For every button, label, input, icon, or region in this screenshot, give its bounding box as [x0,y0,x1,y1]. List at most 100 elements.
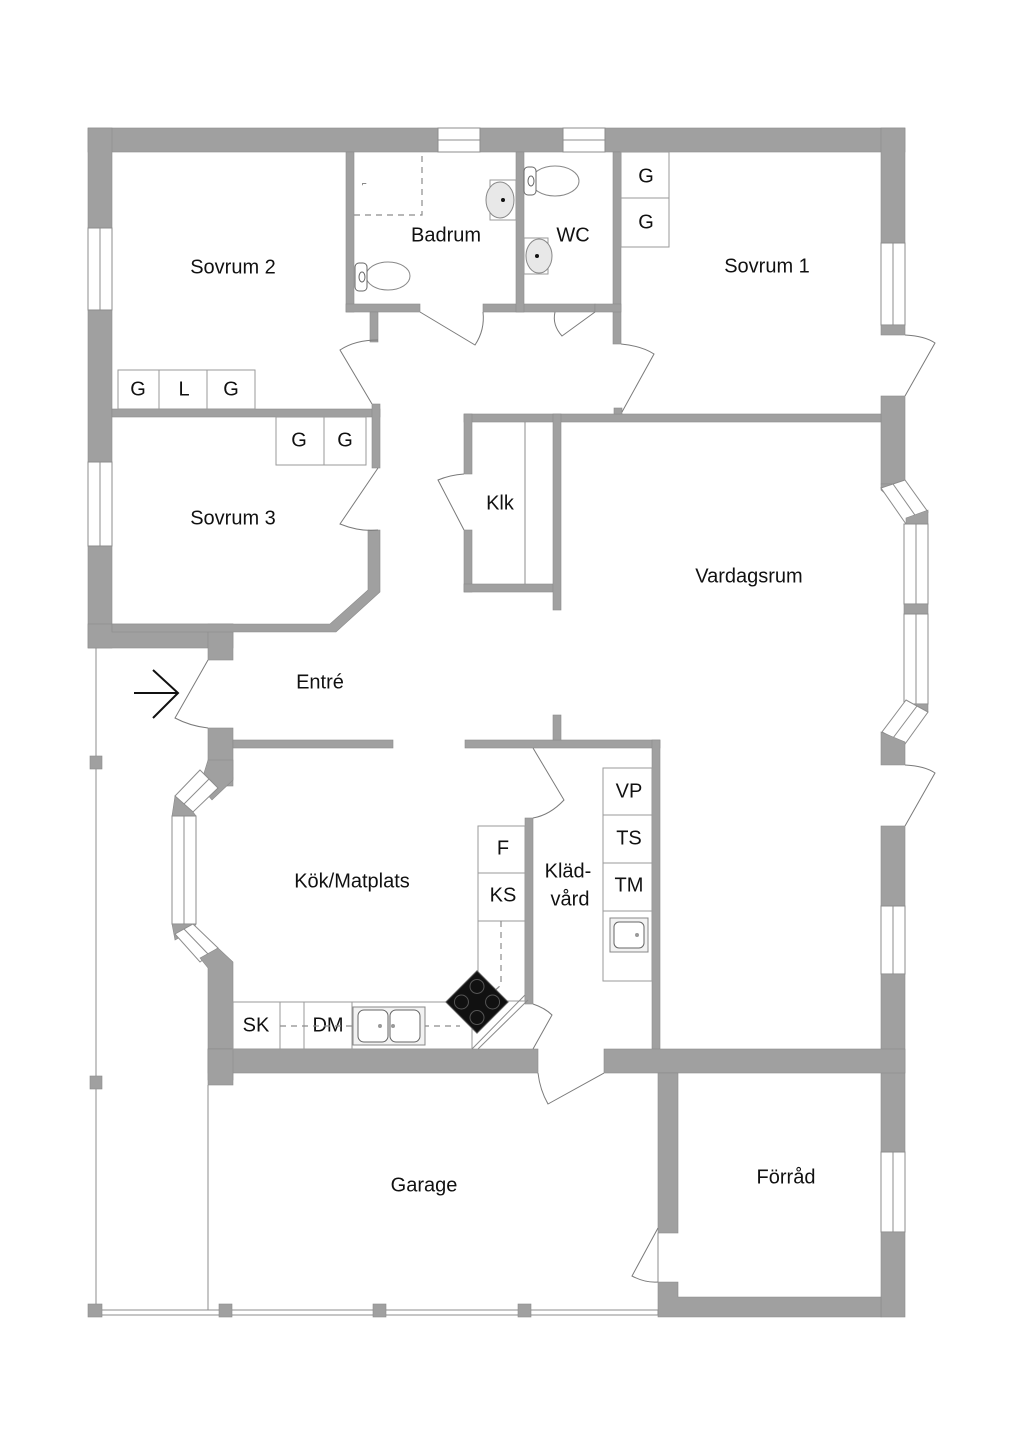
wardrobe-label: G [638,211,654,233]
shower-tap-icon: ⌐ [362,179,367,188]
wall-sovrum1-bottom [463,413,882,423]
window-forrad [880,1151,906,1233]
wall-top-right [604,127,906,153]
wall-kladvard-right [651,739,661,1053]
wardrobe-sovrum3: G G [275,416,367,466]
wall-right-4 [880,825,906,907]
door-balcony-vardagsrum[interactable] [904,764,936,827]
door-sovrum3[interactable] [339,467,379,531]
room-label-badrum: Badrum [411,224,481,246]
garage-post-1 [218,1303,233,1318]
wall-garage-forrad [657,1072,679,1234]
room-label-kladvard-2: vård [551,888,590,910]
sink-wc-icon [523,237,553,275]
room-label-kok: Kök/Matplats [294,870,410,892]
wall-top-left [87,127,439,153]
wall-badrum-bottom-left [345,303,421,313]
wall-klk-left-top [463,413,473,475]
entrance-arrow-icon [134,669,180,719]
wall-stub-2 [613,407,623,415]
cabinet-label: SK [243,1014,270,1036]
wall-forrad-bottom [657,1281,882,1318]
carport-post-3 [87,1303,103,1318]
wall-right-3 [880,395,906,485]
wall-sovrum3-angled [111,529,381,633]
wall-stub-3 [552,714,562,741]
wall-badrum-wc [515,151,525,313]
wall-left-2 [87,309,113,463]
room-label-sovrum2: Sovrum 2 [190,256,276,278]
wall-right-2 [880,324,906,336]
kitchen-tall-units: F KS [477,825,526,1002]
wall-right-1 [880,127,906,244]
door-kladvard-kok[interactable] [532,1003,553,1050]
door-sovrum1[interactable] [620,343,655,413]
door-kladvard[interactable] [532,747,565,819]
window-bay-2 [903,523,929,605]
kitchen-sink-icon [352,1006,426,1046]
counter-corner-edge [477,999,529,1050]
window-sovrum3 [87,461,113,547]
sink-badrum-icon [485,179,517,221]
door-entrance[interactable] [174,659,209,729]
room-label-klk: Klk [486,492,515,514]
window-sovrum2 [87,227,113,311]
wardrobe-label: G [638,165,654,187]
wall-stub-1 [369,311,379,343]
bay-mullion [903,603,929,615]
drying-cabinet-label: VP [616,780,643,802]
door-garage[interactable] [537,1072,605,1105]
laundry-sink-icon [609,917,649,953]
wall-left-1 [87,127,113,229]
dishwasher-label: DM [312,1014,343,1036]
wall-klk-bottom [463,583,559,593]
door-forrad[interactable] [631,1227,659,1283]
wall-kok-garage [207,1048,539,1074]
wardrobe-sovrum1: G G [620,151,670,248]
garage-post-3 [517,1303,532,1318]
window-vardagsrum-lower [880,905,906,975]
door-wc[interactable] [553,311,596,337]
garage-post-2 [372,1303,387,1318]
linen-closet-label: L [178,378,189,400]
counter-corner-edge [471,994,526,1050]
wardrobe-label: G [337,429,353,451]
window-wc [562,127,606,153]
wall-kok-top-right [464,739,661,749]
door-sovrum2[interactable] [339,339,379,405]
shower-area [354,152,423,216]
wall-badrum-bottom-right [482,303,596,313]
room-label-garage: Garage [391,1174,458,1196]
room-label-wc: WC [556,224,589,246]
door-balcony-sovrum1[interactable] [904,334,936,397]
carport-post-1 [89,755,103,770]
stove-icon [445,970,509,1034]
freezer-label: KS [490,884,517,906]
room-label-sovrum1: Sovrum 1 [724,255,810,277]
window-bay-3 [903,613,929,705]
wall-garage-corner [207,1048,234,1086]
wardrobe-sovrum2: G L G [117,369,256,410]
wardrobe-label: G [130,378,146,400]
room-label-kladvard-1: Kläd- [545,860,592,882]
washing-machine-label: TM [615,874,644,896]
door-klk[interactable] [437,473,465,531]
window-badrum [437,127,481,153]
wall-wc-sovrum1 [612,151,622,345]
room-label-sovrum3: Sovrum 3 [190,507,276,529]
wardrobe-label: G [223,378,239,400]
wall-sovrum2-badrum [345,151,355,313]
room-label-forrad: Förråd [757,1166,816,1188]
toilet-badrum-icon [354,261,411,292]
window-sovrum1 [880,242,906,326]
toilet-wc-icon [523,165,580,197]
wall-sovrum2-bottom [111,408,381,418]
wall-right-6 [880,1231,906,1318]
wall-wc-bottom [594,303,622,313]
door-badrum[interactable] [419,311,484,346]
room-label-vardagsrum: Vardagsrum [695,565,802,587]
tumble-dryer-label: TS [616,827,642,849]
wall-sovrum3-right [371,403,381,469]
wardrobe-label: G [291,429,307,451]
